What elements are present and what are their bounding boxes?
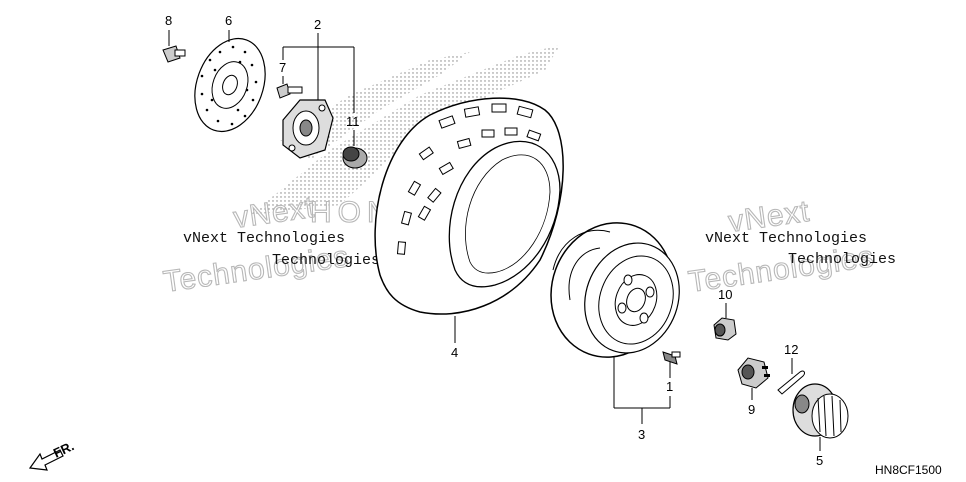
callout-11: 11 [346,114,360,129]
part-wheel-rim-3[interactable] [532,206,694,375]
watermark-big-right: Technologies [686,240,876,299]
diagram-code: HN8CF1500 [875,463,942,477]
watermark-text-left: vNext Technologies [183,230,345,247]
callout-6: 6 [225,13,232,28]
part-tire-4[interactable] [374,97,564,315]
watermark-big-left: Technologies [161,240,351,299]
part-castle-nut-9[interactable] [737,357,770,389]
callout-3: 3 [638,427,645,442]
front-direction-arrow: FR. [28,438,76,471]
part-valve-1[interactable] [662,351,681,365]
callout-8: 8 [165,13,172,28]
leader-lines [168,30,821,451]
callout-4: 4 [451,345,458,360]
part-hub-2[interactable] [282,99,334,159]
direction-label: FR. [51,438,76,460]
part-hub-cap-5[interactable] [792,383,849,439]
part-cap-nut-10[interactable] [713,317,737,341]
callout-10: 10 [718,287,732,302]
callout-2: 2 [314,17,321,32]
callout-9: 9 [748,402,755,417]
part-bolt-7[interactable] [276,83,303,99]
part-cotter-pin-12[interactable] [777,370,805,395]
part-bolt-8[interactable] [162,45,186,63]
callout-12: 12 [784,342,798,357]
watermark-text-right: vNext Technologies [705,230,867,247]
watermark-text-left-2: Technologies [272,252,380,269]
callout-7: 7 [279,60,286,75]
part-brake-disc-6[interactable] [183,29,278,142]
callout-5: 5 [816,453,823,468]
watermark-text-right-2: Technologies [788,251,896,268]
watermark-vnext-left: vNext [231,191,316,235]
part-nut-11[interactable] [342,146,368,169]
callout-1: 1 [666,379,673,394]
